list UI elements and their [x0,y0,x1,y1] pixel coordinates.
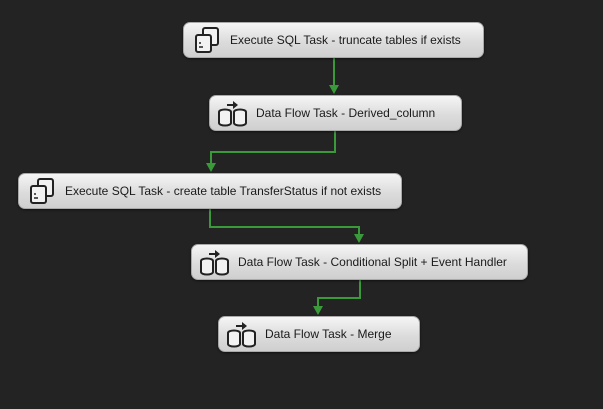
execute-sql-icon [190,25,224,55]
constraint-arrowhead-4 [313,306,323,315]
data-flow-icon [216,98,250,128]
execute-sql-icon [25,176,59,206]
task-label: Execute SQL Task - create table Transfer… [65,184,382,198]
constraint-arrow-2[interactable] [210,131,336,168]
constraint-arrowhead-1 [329,85,339,94]
task-data-flow-merge[interactable]: Data Flow Task - Merge [218,316,420,352]
constraint-arrow-4[interactable] [317,280,361,311]
data-flow-icon [225,319,259,349]
task-label: Data Flow Task - Conditional Split + Eve… [238,255,507,269]
task-execute-sql-truncate[interactable]: Execute SQL Task - truncate tables if ex… [183,22,484,58]
task-label: Data Flow Task - Derived_column [256,106,436,120]
task-execute-sql-create-table[interactable]: Execute SQL Task - create table Transfer… [18,173,402,209]
constraint-arrowhead-2 [206,163,216,172]
constraint-arrowhead-3 [354,234,364,243]
data-flow-icon [198,247,232,277]
task-label: Data Flow Task - Merge [265,327,392,341]
task-label: Execute SQL Task - truncate tables if ex… [230,33,461,47]
constraint-arrow-3[interactable] [209,209,360,239]
task-data-flow-derived-column[interactable]: Data Flow Task - Derived_column [209,95,462,131]
task-data-flow-conditional-split[interactable]: Data Flow Task - Conditional Split + Eve… [191,244,528,280]
